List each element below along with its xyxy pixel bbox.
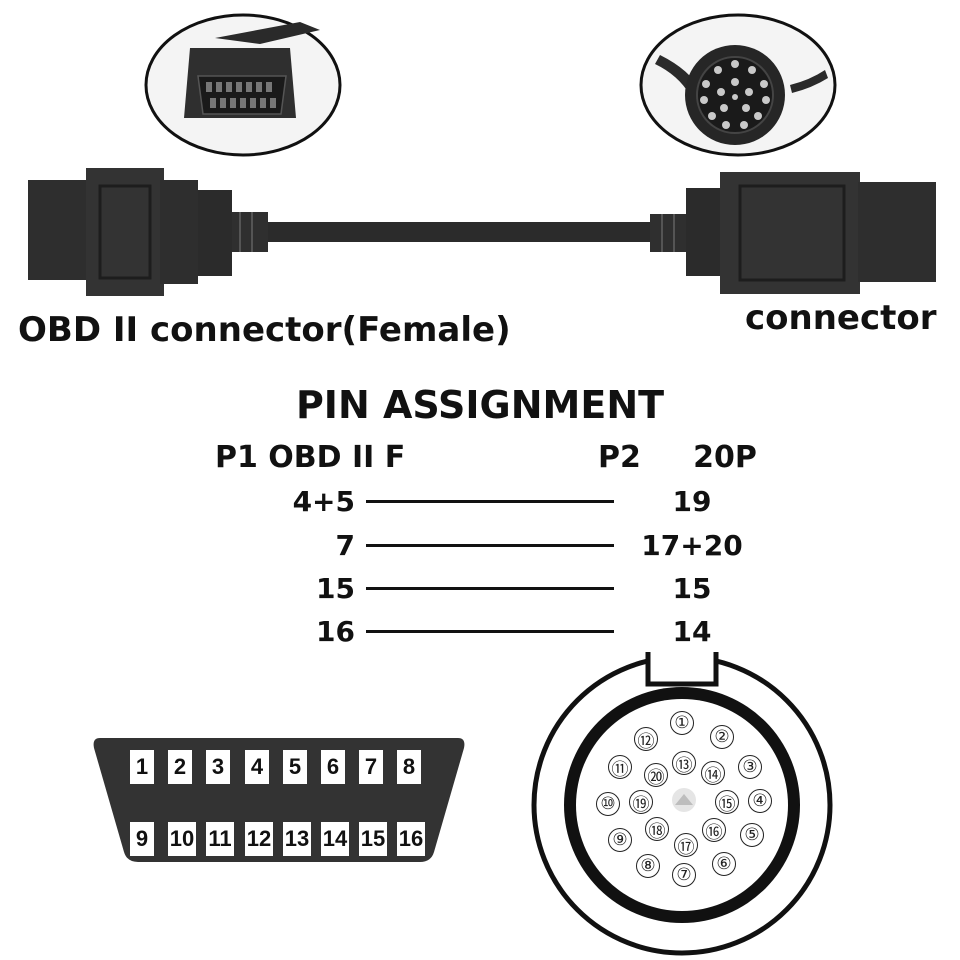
mapping-p1-pin: 4+5	[292, 485, 355, 518]
mapping-wire	[366, 544, 614, 547]
round-pin: ⑩	[596, 792, 620, 816]
round-plug-closeup-icon	[639, 13, 837, 157]
round-plug-body	[650, 172, 936, 294]
obd-pin: 3	[206, 750, 230, 784]
round-pin: ⑥	[712, 852, 736, 876]
round-pin: ③	[738, 755, 762, 779]
obd-plug-closeup-icon	[144, 13, 342, 157]
mapping-p1-pin: 16	[316, 615, 355, 648]
round-pin: ⑦	[672, 863, 696, 887]
round-pin: ⑰	[674, 833, 698, 857]
obd-pin: 16	[397, 822, 425, 856]
mapping-p1-pin: 7	[335, 529, 355, 562]
obd-connector-label: OBD II connector(Female)	[18, 310, 511, 350]
obd-pin: 14	[321, 822, 349, 856]
round-pin: ⑧	[636, 854, 660, 878]
obd-pin: 10	[168, 822, 196, 856]
round-pin: ⑪	[608, 755, 632, 779]
obd-pin: 13	[283, 822, 311, 856]
round-pin: ⑫	[634, 727, 658, 751]
round-connector-label: connector	[745, 298, 937, 338]
round-pin: ⑨	[608, 828, 632, 852]
obd-plug-body	[28, 168, 268, 296]
obd-pin: 2	[168, 750, 192, 784]
round-pin: ⑬	[672, 751, 696, 775]
mapping-p2-pin: 15	[672, 572, 712, 605]
obd-pin: 7	[359, 750, 383, 784]
round-pin: ⑲	[629, 790, 653, 814]
mapping-p1-pin: 15	[316, 572, 355, 605]
round-pin: ⑳	[644, 763, 668, 787]
round-pin: ⑭	[701, 761, 725, 785]
round-pin: ⑮	[715, 790, 739, 814]
header-p1: P1 OBD II F	[215, 440, 406, 475]
obd-pin: 6	[321, 750, 345, 784]
obd-pin: 11	[206, 822, 234, 856]
obd-pin: 8	[397, 750, 421, 784]
mapping-p2-pin: 19	[672, 485, 712, 518]
obd-pin: 1	[130, 750, 154, 784]
header-p2: P2 20P	[598, 440, 757, 475]
round-pin: ④	[748, 789, 772, 813]
obd-pin: 5	[283, 750, 307, 784]
pin-assignment-title: PIN ASSIGNMENT	[295, 383, 665, 427]
mapping-wire	[366, 500, 614, 503]
round-pin: ①	[670, 711, 694, 735]
mapping-wire	[366, 630, 614, 633]
obd-pin: 4	[245, 750, 269, 784]
obd-pin: 15	[359, 822, 387, 856]
mapping-wire	[366, 587, 614, 590]
mapping-p2-pin: 14	[672, 615, 712, 648]
obd-pin: 9	[130, 822, 154, 856]
mapping-p2-pin: 17+20	[641, 529, 743, 562]
round-pin: ⑤	[740, 823, 764, 847]
obd-pin: 12	[245, 822, 273, 856]
round-pin: ⑱	[645, 817, 669, 841]
cable-wire	[268, 222, 652, 242]
round-pin: ②	[710, 725, 734, 749]
round-pin: ⑯	[702, 818, 726, 842]
